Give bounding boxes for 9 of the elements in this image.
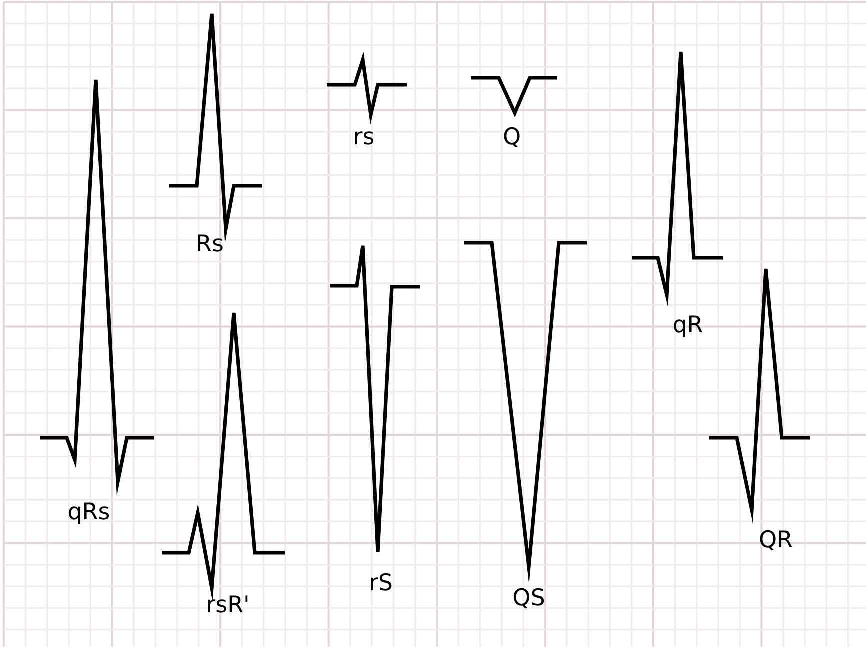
waveform-label: rS [368,572,394,596]
waveform-label: qR [672,314,704,338]
waveform-label: rs [353,126,375,150]
waveform-label: QR [758,530,794,552]
waveform-label: rsR' [206,594,250,618]
waveform-label: Q [502,126,522,150]
waveform-label: QS [512,588,546,610]
waveform-label: Rs [196,234,224,256]
waveform-label: qRs [68,502,110,524]
